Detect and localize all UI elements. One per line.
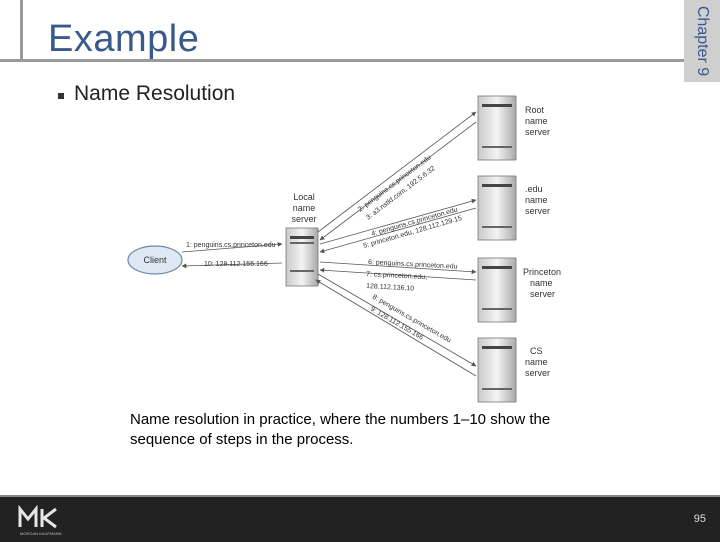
vertical-rule <box>20 0 23 62</box>
diagram-caption: Name resolution in practice, where the n… <box>130 411 551 448</box>
client-label: Client <box>143 255 167 265</box>
edge-label-6: 6: penguins.cs.princeton.edu <box>368 259 458 271</box>
root-label-3: server <box>525 127 550 137</box>
edu-server-icon <box>477 175 517 241</box>
edge-3 <box>319 121 477 241</box>
cs-server-icon <box>477 337 517 403</box>
edge-label-10: 10: 128.112.155.166 <box>204 261 268 268</box>
edge-4 <box>319 198 477 245</box>
root-label-1: Root <box>525 105 545 115</box>
cs-label-1: CS <box>530 346 543 356</box>
princeton-label-1: Princeton <box>523 267 561 277</box>
local-server-icon <box>285 227 319 287</box>
page-number: 95 <box>693 513 706 525</box>
publisher-logo: MORGAN KAUFMANN <box>18 505 62 536</box>
edu-label-3: server <box>525 206 550 216</box>
client-node <box>127 245 183 275</box>
princeton-label-3: server <box>530 289 555 299</box>
page-title: Example <box>48 18 200 60</box>
edge-label-7b: 128.112.136.10 <box>366 283 415 293</box>
cs-label-3: server <box>525 368 550 378</box>
cs-label-2: name <box>525 357 548 367</box>
edge-client-reply <box>181 262 283 269</box>
edge-7 <box>319 267 477 281</box>
footer-bar: MORGAN KAUFMANN 95 <box>0 495 720 542</box>
princeton-server-icon <box>477 257 517 323</box>
edge-8 <box>317 273 477 367</box>
princeton-label-2: name <box>530 278 553 288</box>
bullet-text: Name Resolution <box>74 82 236 105</box>
name-resolution-diagram: Client 1: penguins.cs.princeton.edu 10: … <box>127 95 561 403</box>
root-server-icon <box>477 95 517 161</box>
edge-label-1: 1: penguins.cs.princeton.edu <box>186 242 276 249</box>
edge-label-2: 2: penguins.cs.princeton.edu <box>357 154 433 214</box>
edu-label-2: name <box>525 195 548 205</box>
edge-5 <box>319 207 477 254</box>
edge-client-query <box>181 241 283 253</box>
logo-subtext: MORGAN KAUFMANN <box>20 531 62 536</box>
edge-9 <box>315 279 477 377</box>
local-server-label-3: server <box>291 214 316 224</box>
root-label-2: name <box>525 116 548 126</box>
horizontal-rule <box>0 59 690 62</box>
chapter-tab: Chapter 9 <box>684 0 720 82</box>
bullet-icon <box>58 93 64 99</box>
edge-6 <box>319 261 477 275</box>
local-server-label-1: Local <box>293 192 315 202</box>
edge-label-7a: 7: cs.princeton.edu, <box>366 271 427 281</box>
local-server-label-2: name <box>293 203 316 213</box>
edu-label-1: .edu <box>525 184 543 194</box>
edge-2 <box>317 111 477 233</box>
